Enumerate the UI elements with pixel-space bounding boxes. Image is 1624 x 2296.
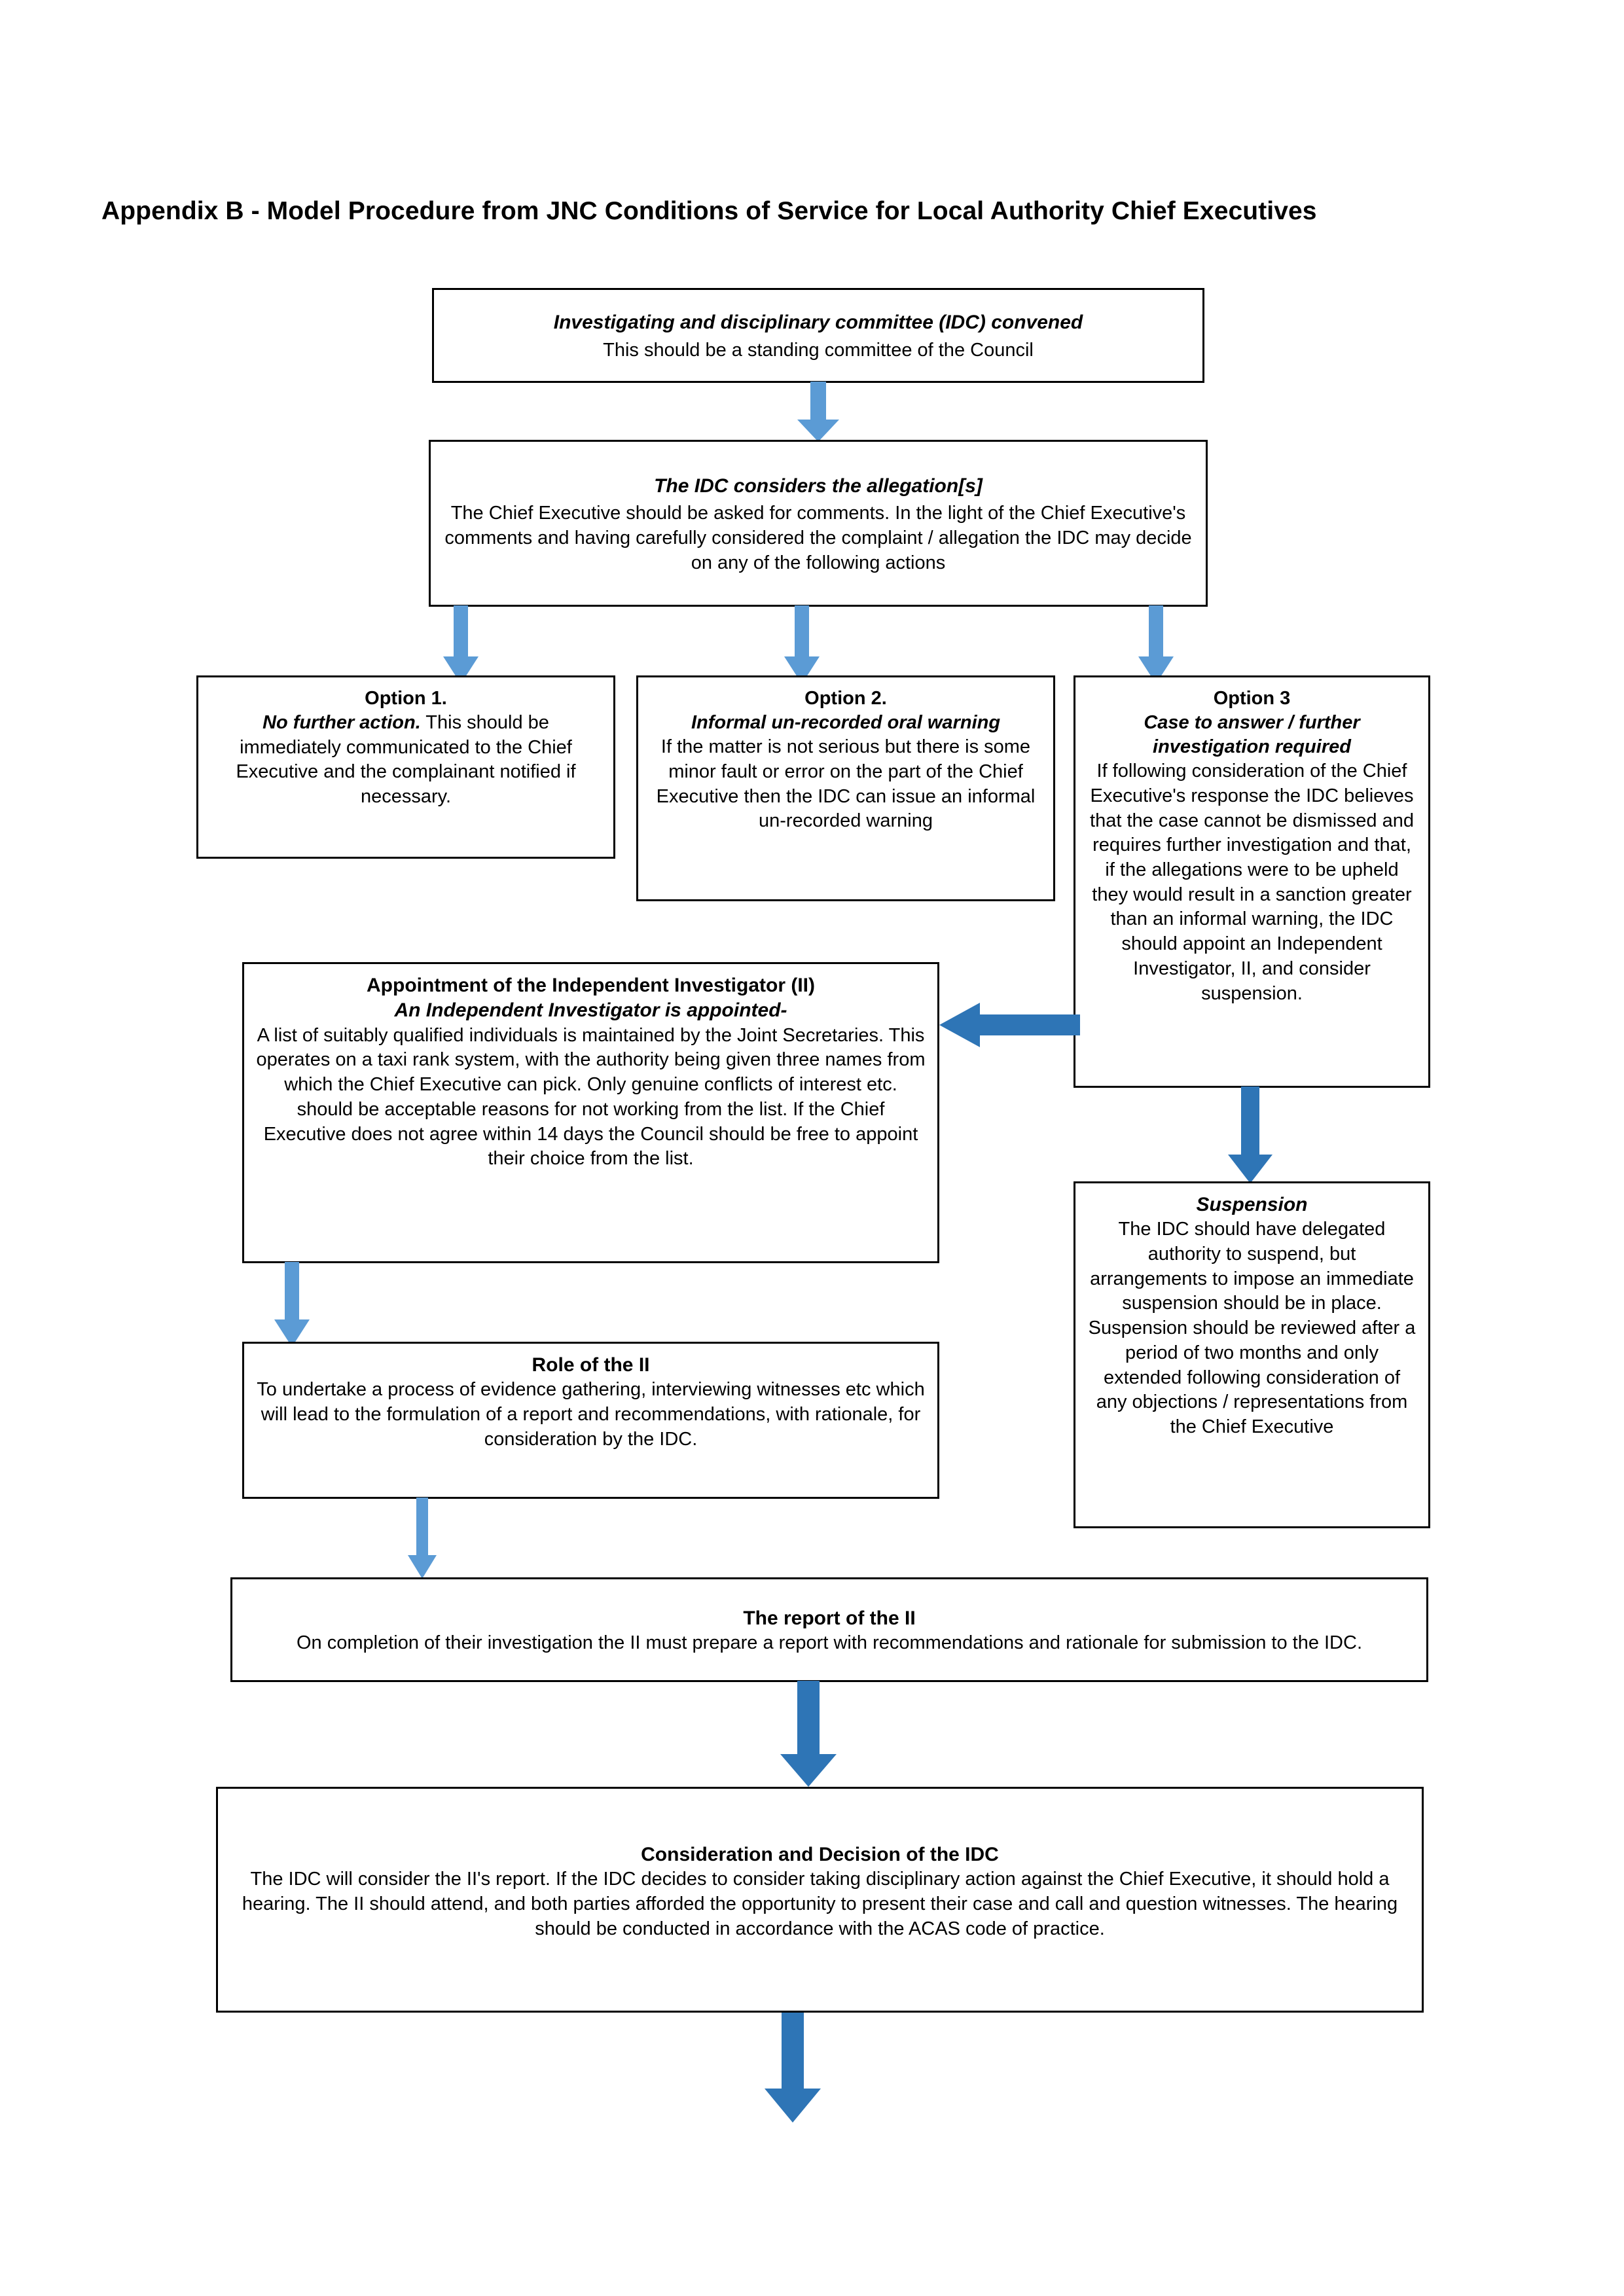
node-title: Suspension xyxy=(1196,1194,1308,1215)
node-idc-convened: Investigating and disciplinary committee… xyxy=(432,288,1204,383)
node-subtitle: Informal un-recorded oral warning xyxy=(691,712,1001,734)
node-body: A list of suitably qualified individuals… xyxy=(256,1024,926,1170)
connector-down-idc-considers-to-option-1 xyxy=(443,605,478,684)
connector-down-idc-considers-to-option-3 xyxy=(1138,605,1174,684)
node-body: No further action. This should be immedi… xyxy=(210,711,602,810)
node-title: Option 1. xyxy=(365,688,447,709)
node-appointment-ii: Appointment of the Independent Investiga… xyxy=(242,962,939,1263)
node-report-of-ii: The report of the II On completion of th… xyxy=(230,1577,1428,1682)
node-option-2: Option 2. Informal un-recorded oral warn… xyxy=(636,675,1055,901)
node-title: Role of the II xyxy=(532,1354,650,1376)
connector-down-consideration-decision-terminal xyxy=(765,2013,821,2123)
node-body: The Chief Executive should be asked for … xyxy=(444,503,1192,573)
node-body: If the matter is not serious but there i… xyxy=(656,736,1036,832)
node-body: On completion of their investigation the… xyxy=(296,1632,1363,1654)
node-body: This should be a standing committee of t… xyxy=(603,339,1034,361)
connector-down-appointment-ii-to-role-of-ii xyxy=(274,1262,310,1347)
node-body: The IDC should have delegated authority … xyxy=(1088,1219,1416,1437)
node-title: The report of the II xyxy=(743,1607,916,1629)
node-body-lead: No further action. xyxy=(262,712,421,734)
node-consideration-decision: Consideration and Decision of the IDC Th… xyxy=(216,1787,1424,2013)
node-title: Consideration and Decision of the IDC xyxy=(641,1844,999,1865)
node-body: If following consideration of the Chief … xyxy=(1090,761,1414,1004)
node-role-of-ii: Role of the II To undertake a process of… xyxy=(242,1342,939,1499)
node-suspension: Suspension The IDC should have delegated… xyxy=(1074,1181,1430,1528)
connector-down-report-of-ii-to-consideration-decision xyxy=(780,1681,837,1787)
node-option-1: Option 1. No further action. This should… xyxy=(196,675,615,859)
connector-left-option-3-to-appointment-ii xyxy=(939,1003,1080,1047)
node-body: To undertake a process of evidence gathe… xyxy=(257,1379,925,1450)
connector-down-role-of-ii-to-report-of-ii xyxy=(408,1498,437,1579)
page-title: Appendix B - Model Procedure from JNC Co… xyxy=(101,197,1317,225)
node-title: Appointment of the Independent Investiga… xyxy=(367,975,815,996)
node-body: The IDC will consider the II's report. I… xyxy=(242,1869,1398,1939)
node-title: Option 3 xyxy=(1213,688,1291,709)
node-title: Option 2. xyxy=(804,688,887,709)
node-subtitle: An Independent Investigator is appointed… xyxy=(394,999,787,1022)
node-title: The IDC considers the allegation[s] xyxy=(654,475,983,497)
connector-down-idc-convened-to-idc-considers xyxy=(797,382,839,442)
connector-down-idc-considers-to-option-2 xyxy=(784,605,820,684)
node-title: Investigating and disciplinary committee… xyxy=(553,312,1083,334)
node-option-3: Option 3 Case to answer / further invest… xyxy=(1074,675,1430,1088)
node-idc-considers: The IDC considers the allegation[s] The … xyxy=(429,440,1208,607)
node-subtitle: Case to answer / further investigation r… xyxy=(1144,712,1360,758)
node-body-rest: This should be immediately communicated … xyxy=(236,712,576,808)
connector-down-option-3-to-suspension xyxy=(1228,1086,1272,1183)
